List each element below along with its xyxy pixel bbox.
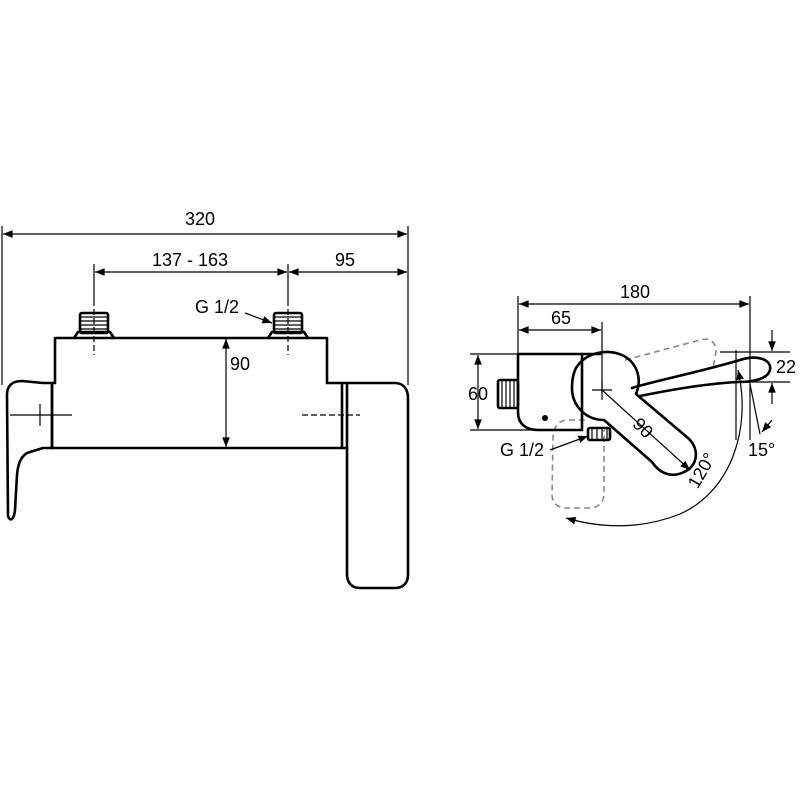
angle-arrow-15 <box>761 419 773 433</box>
side-inlet-thread <box>496 378 520 410</box>
lever-main <box>570 350 698 476</box>
left-thread-connector <box>72 311 116 340</box>
dim-depth: 180 <box>620 282 650 302</box>
front-thread-label: G 1/2 <box>195 297 239 317</box>
side-screw-dot <box>542 415 548 421</box>
front-right-handle <box>345 381 410 590</box>
dim-arc-rotation <box>565 369 744 527</box>
right-thread-connector <box>266 311 310 340</box>
dim-overall-width: 320 <box>185 209 215 229</box>
dim-inlet-spacing: 137 - 163 <box>152 250 228 270</box>
lever-ghost-tilted <box>624 338 717 369</box>
front-left-handle <box>5 379 54 521</box>
dim-angle-down: 120° <box>684 449 720 491</box>
dim-axis-offset: 65 <box>551 308 571 328</box>
front-view: 320 137 - 163 95 G 1/2 90 <box>1 209 410 590</box>
front-body-outline <box>50 336 349 450</box>
angle-line-15 <box>749 383 761 435</box>
dim-height: 90 <box>230 354 250 374</box>
dim-body-height: 60 <box>468 384 488 404</box>
dim-angle-up: 15° <box>748 440 775 460</box>
side-view: 90 180 65 60 G 1/2 22 15° 120° <box>468 282 796 527</box>
side-thread-label: G 1/2 <box>500 440 544 460</box>
side-thread-leader <box>549 435 589 451</box>
dim-top-offset: 22 <box>776 357 796 377</box>
side-bottom-thread <box>586 426 612 442</box>
lever-ghost-down <box>551 419 605 509</box>
dim-right-offset: 95 <box>335 250 355 270</box>
front-thread-leader <box>244 312 273 324</box>
